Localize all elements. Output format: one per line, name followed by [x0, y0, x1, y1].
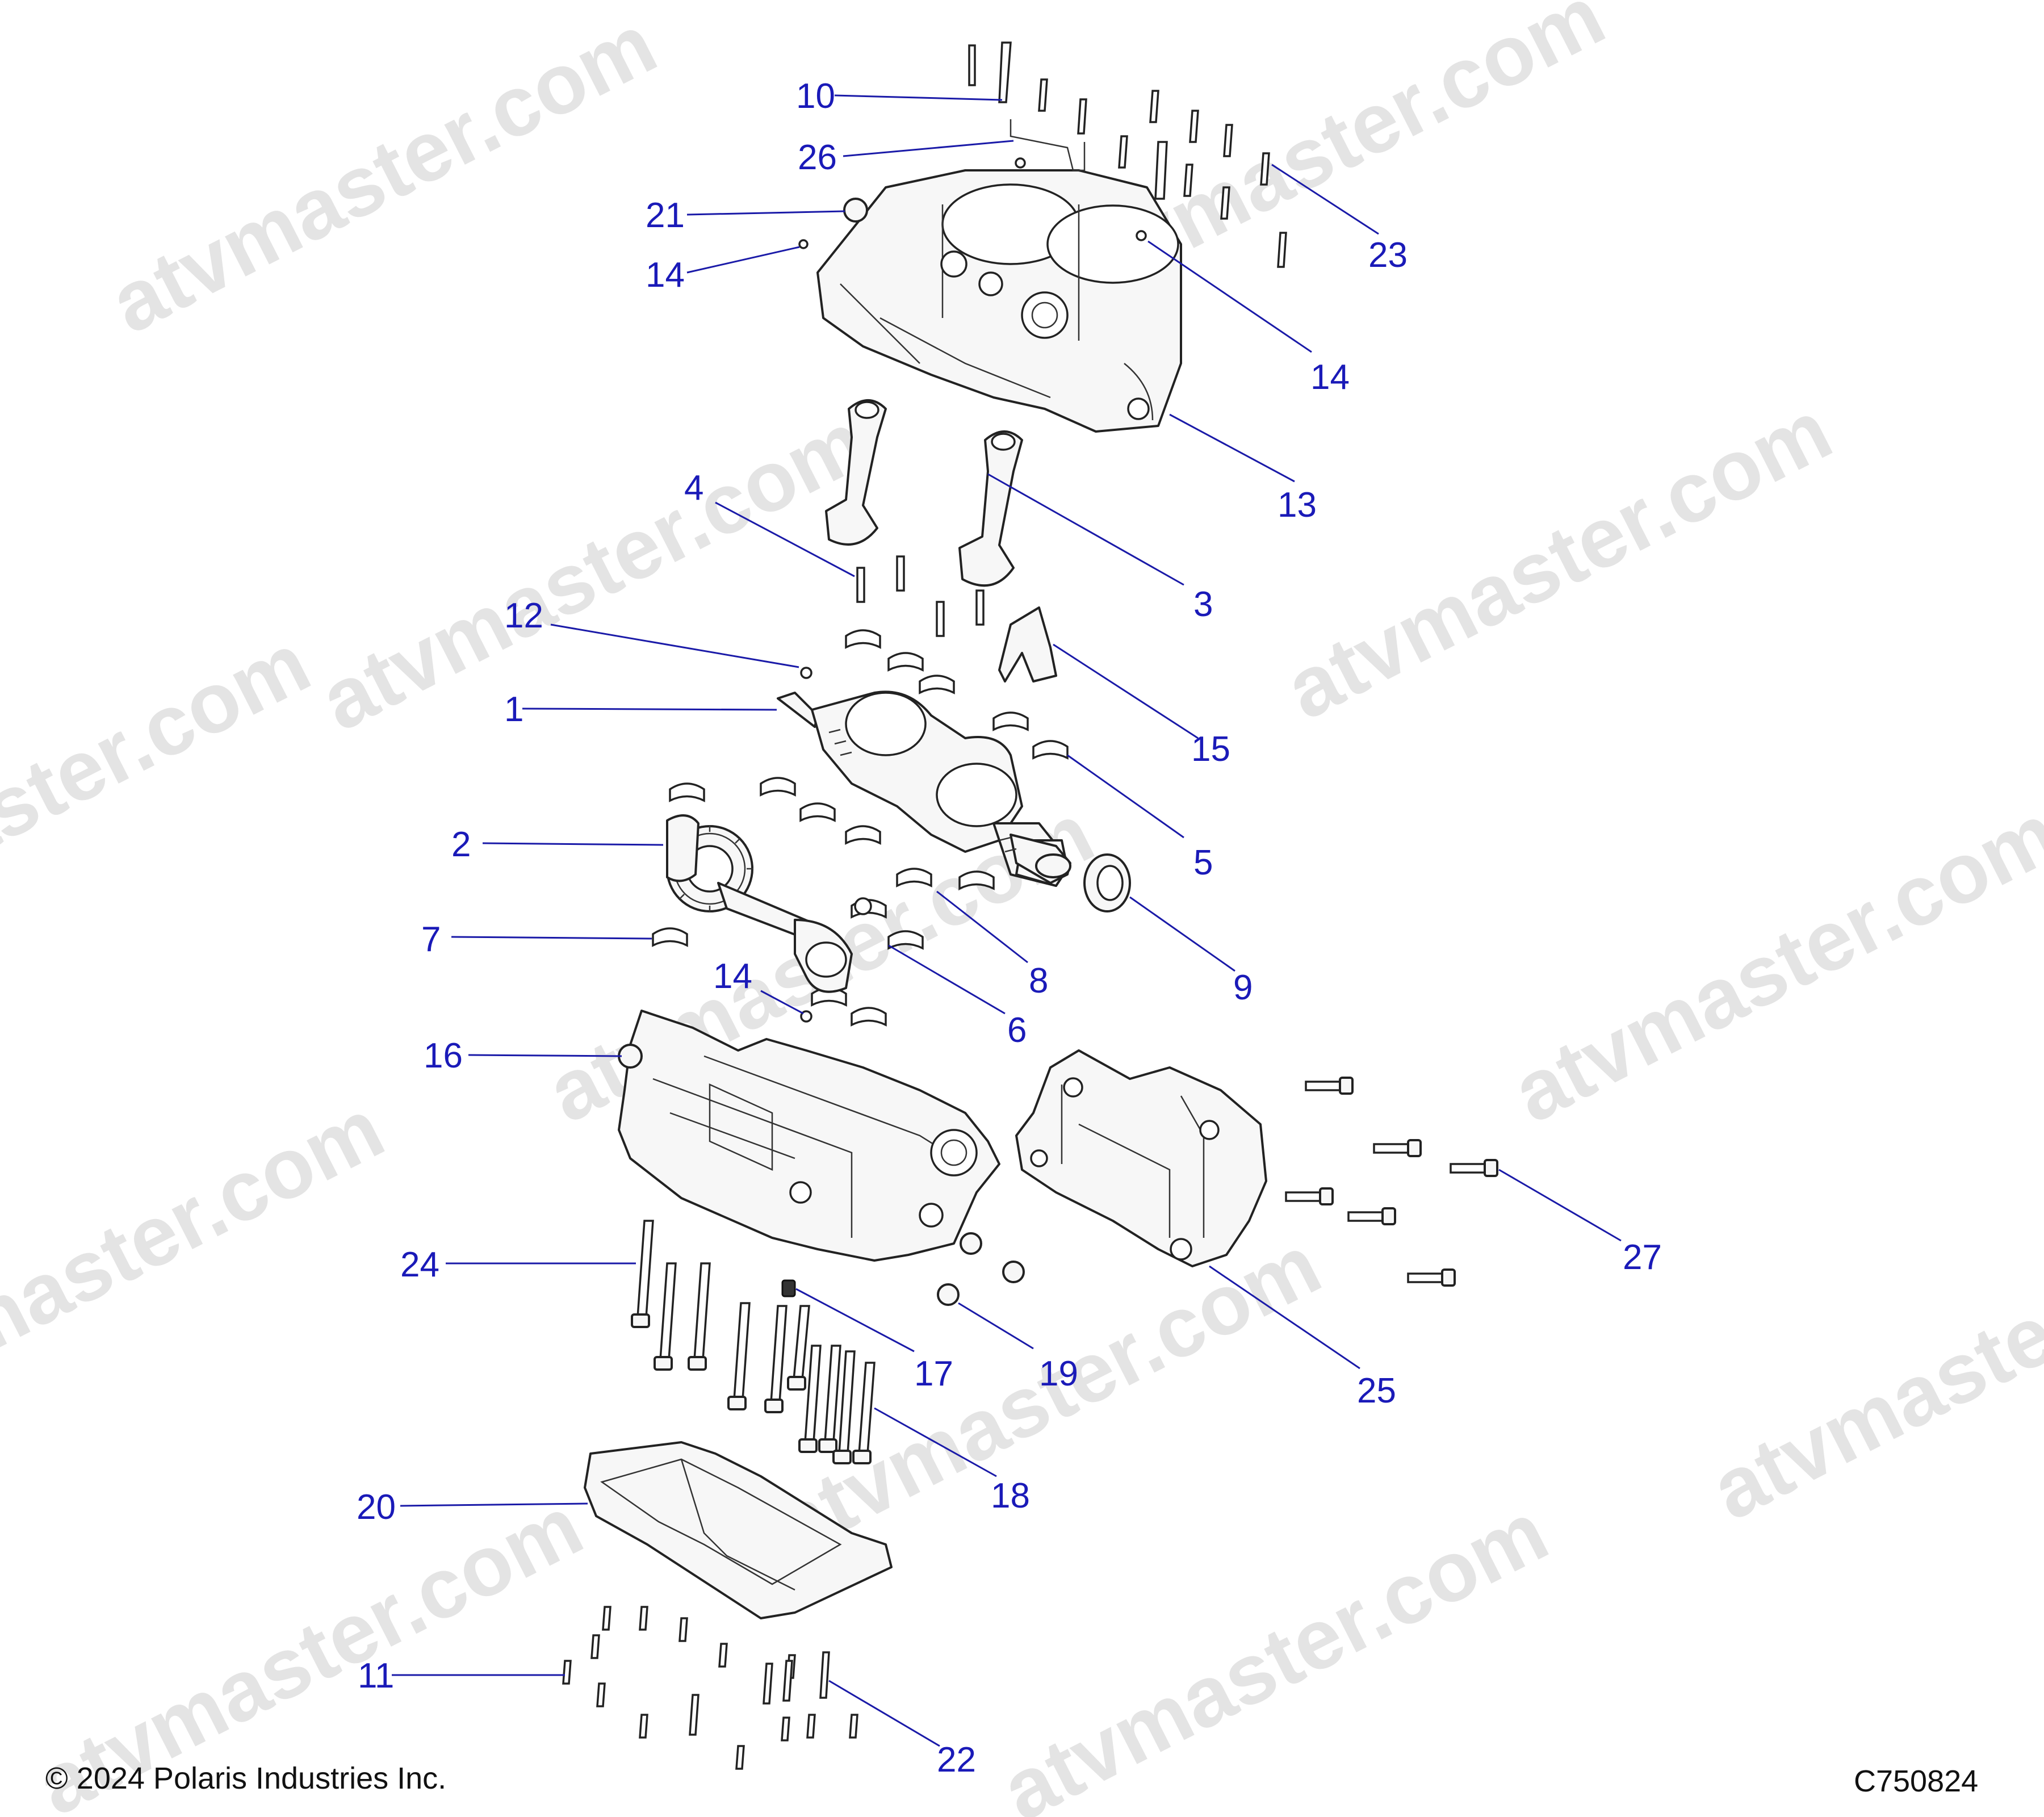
watermark: atvmaster.com: [1498, 785, 2044, 1141]
watermark: atvmaster.com: [1697, 1182, 2044, 1538]
callout-7: 7: [421, 920, 441, 959]
nut: [960, 1232, 982, 1255]
callout-16: 16: [424, 1036, 463, 1075]
thrust-bracket: [998, 606, 1057, 683]
callout-12: 12: [504, 596, 543, 635]
callout-13: 13: [1278, 485, 1317, 525]
callout-20: 20: [357, 1488, 396, 1527]
callout-15: 15: [1191, 730, 1230, 769]
nut: [1002, 1261, 1025, 1283]
watermark: atvmaster.com: [987, 1483, 1561, 1817]
callout-1: 1: [504, 690, 523, 729]
callout-11: 11: [358, 1656, 394, 1695]
callout-26: 26: [798, 138, 837, 177]
bearing-shells: [652, 629, 1069, 1027]
callout-19: 19: [1039, 1354, 1078, 1393]
callout-6: 6: [1007, 1011, 1027, 1050]
side-bolts: [1285, 1077, 1498, 1287]
callout-23: 23: [1368, 236, 1408, 275]
watermark: atvmaster.com: [0, 1080, 398, 1436]
callout-17: 17: [914, 1354, 953, 1393]
callout-25: 25: [1357, 1371, 1396, 1410]
callout-10: 10: [796, 77, 835, 116]
callout-22: 22: [937, 1740, 976, 1780]
upper-bolts: [968, 41, 1287, 268]
callout-2: 2: [451, 825, 471, 864]
callout-14-upper-left: 14: [646, 256, 685, 295]
callout-4: 4: [684, 468, 703, 508]
pan-bolts: [562, 1606, 858, 1770]
watermark: atvmaster.com: [1271, 382, 1845, 738]
callout-24: 24: [400, 1245, 439, 1284]
drawing-number: C750824: [1854, 1764, 1978, 1798]
callout-14-lower: 14: [713, 957, 752, 996]
callout-5: 5: [1193, 843, 1213, 882]
connecting-rods: [825, 399, 1023, 637]
lower-crankcase: [618, 1010, 1000, 1262]
upper-crankcase: [816, 169, 1182, 433]
callout-layer: 10 26 21 14 23 14 13 4 3 12 15 1 5 2 9 7: [357, 77, 1662, 1780]
callout-8: 8: [1029, 961, 1048, 1000]
watermark: atvmaster.com: [0, 614, 324, 970]
dowel-pin: [798, 239, 809, 249]
oil-pan: [584, 1441, 893, 1619]
callout-21: 21: [646, 196, 685, 235]
copyright-notice: © 2024 Polaris Industries Inc.: [45, 1761, 446, 1795]
watermark: atvmaster.com: [95, 0, 670, 351]
callout-27: 27: [1623, 1238, 1662, 1277]
callout-14-upper-right: 14: [1310, 358, 1350, 397]
crankshaft: [777, 690, 1071, 887]
balance-shaft: [666, 814, 872, 993]
callout-3: 3: [1193, 585, 1213, 624]
callout-9: 9: [1233, 968, 1253, 1007]
drain-plug: [781, 1279, 796, 1297]
side-housing: [1015, 1049, 1267, 1267]
crank-seal: [1083, 853, 1131, 912]
long-bolts: [631, 1220, 876, 1464]
dowel-pin: [800, 667, 812, 679]
dowel-pin: [800, 1010, 812, 1023]
callout-18: 18: [991, 1476, 1030, 1515]
nut: [937, 1283, 960, 1306]
